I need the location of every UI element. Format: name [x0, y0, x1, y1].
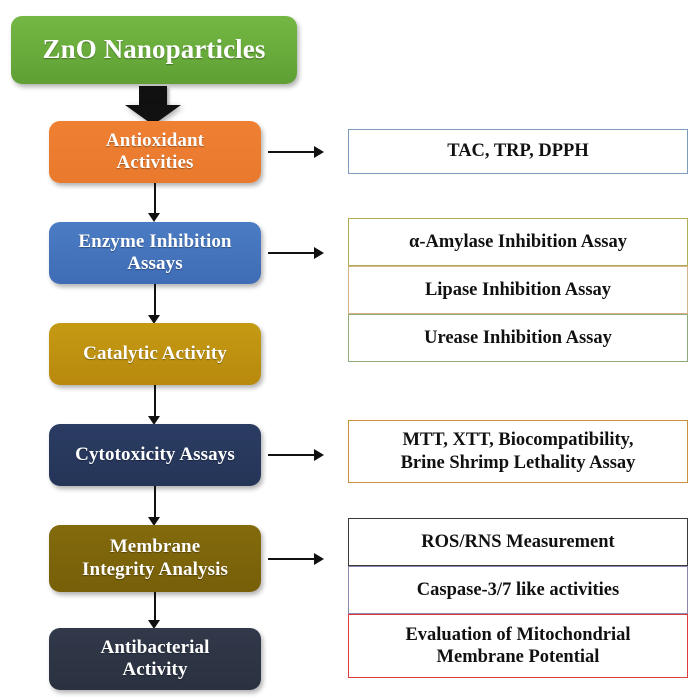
right-arrow-icon — [314, 247, 324, 259]
down-arrow-icon — [148, 213, 160, 222]
thick-down-arrow-icon — [125, 86, 181, 125]
down-arrow-icon — [148, 620, 160, 629]
node-antioxidant-activities: Antioxidant Activities — [49, 121, 261, 183]
down-arrow-icon — [148, 517, 160, 526]
connector-antioxidant-to-enzyme — [154, 183, 156, 215]
detail-box-caspase: Caspase-3/7 like activities — [348, 566, 688, 614]
right-arrow-icon — [314, 553, 324, 565]
connector-enzyme-to-catalytic — [154, 284, 156, 317]
down-arrow-icon — [148, 416, 160, 425]
detail-box-urease-assay: Urease Inhibition Assay — [348, 314, 688, 362]
connector-enzyme-to-detail — [268, 252, 316, 254]
detail-box-lipase-assay: Lipase Inhibition Assay — [348, 266, 688, 314]
detail-box-mitochondrial: Evaluation of Mitochondrial Membrane Pot… — [348, 614, 688, 678]
detail-box-antioxidant: TAC, TRP, DPPH — [348, 129, 688, 174]
detail-box-cytotoxicity: MTT, XTT, Biocompatibility, Brine Shrimp… — [348, 420, 688, 483]
node-membrane-integrity-analysis: Membrane Integrity Analysis — [49, 525, 261, 592]
down-arrow-icon — [148, 315, 160, 324]
node-zno-nanoparticles: ZnO Nanoparticles — [11, 16, 297, 84]
connector-antioxidant-to-detail — [268, 151, 316, 153]
detail-box-ros-rns: ROS/RNS Measurement — [348, 518, 688, 566]
connector-membrane-to-antibacterial — [154, 592, 156, 622]
node-cytotoxicity-assays: Cytotoxicity Assays — [49, 424, 261, 486]
right-arrow-icon — [314, 146, 324, 158]
connector-catalytic-to-cytotoxicity — [154, 385, 156, 418]
connector-cytotoxicity-to-membrane — [154, 486, 156, 519]
right-arrow-icon — [314, 449, 324, 461]
node-catalytic-activity: Catalytic Activity — [49, 323, 261, 385]
node-enzyme-inhibition-assays: Enzyme Inhibition Assays — [49, 222, 261, 284]
connector-cytotoxicity-to-detail — [268, 454, 316, 456]
node-antibacterial-activity: Antibacterial Activity — [49, 628, 261, 690]
connector-membrane-to-detail — [268, 558, 316, 560]
detail-box-amylase-assay: α-Amylase Inhibition Assay — [348, 218, 688, 266]
